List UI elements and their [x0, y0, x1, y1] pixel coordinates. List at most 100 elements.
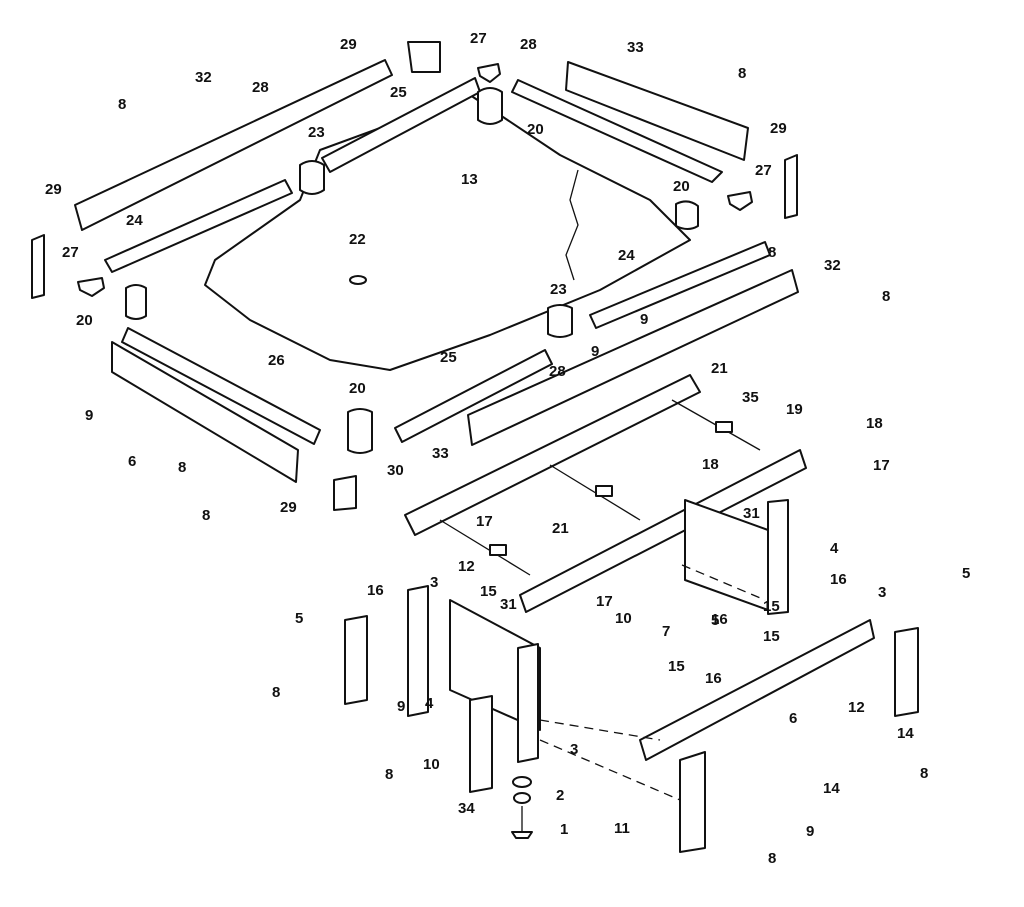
washer-34	[512, 776, 532, 788]
assembly-line-b	[539, 719, 661, 741]
callout-label: 14	[823, 780, 840, 797]
rail-24-right	[589, 241, 771, 329]
corner-bracket-29-top	[407, 41, 441, 73]
callout-label: 16	[711, 611, 728, 628]
callout-label: 18	[866, 415, 883, 432]
callout-label: 25	[390, 84, 407, 101]
callout-label: 28	[520, 36, 537, 53]
pocket-23-left	[299, 160, 325, 195]
callout-label: 34	[458, 800, 475, 817]
callout-label: 11	[614, 820, 630, 837]
callout-label: 13	[461, 171, 478, 188]
bracket-31-center	[595, 485, 613, 497]
nut-2	[513, 792, 531, 804]
rail-33-top-right	[565, 61, 749, 161]
callout-label: 8	[920, 765, 928, 782]
cap-27-left	[77, 277, 105, 297]
callout-label: 35	[742, 389, 759, 406]
leveler-22	[349, 275, 367, 285]
leg-panel-10-front	[469, 695, 493, 793]
callout-label: 9	[591, 343, 599, 360]
callout-label: 23	[550, 281, 567, 298]
rail-32-top-left	[74, 59, 393, 231]
callout-label: 15	[480, 583, 497, 600]
callout-label: 20	[673, 178, 690, 195]
callout-label: 16	[830, 571, 847, 588]
callout-label: 16	[705, 670, 722, 687]
leg-3-front	[517, 643, 539, 763]
callout-label: 21	[552, 520, 569, 537]
rail-26-top-right	[511, 79, 723, 183]
callout-label: 6	[128, 453, 136, 470]
callout-label: 33	[627, 39, 644, 56]
callout-label: 18	[702, 456, 719, 473]
callout-label: 4	[425, 695, 434, 712]
callout-label: 23	[308, 124, 325, 141]
bracket-35	[715, 421, 733, 433]
rail-32-right	[467, 269, 799, 446]
corner-bracket-29-left	[31, 234, 45, 299]
assembly-line-c	[681, 564, 766, 601]
callout-label: 10	[423, 756, 440, 773]
callout-label: 4	[830, 540, 839, 557]
callout-label: 14	[897, 725, 914, 742]
callout-label: 8	[118, 96, 126, 113]
pocket-20-right	[675, 200, 699, 230]
leveler-foot-1	[511, 831, 533, 839]
callout-label: 26	[268, 352, 285, 369]
callout-label: 33	[432, 445, 449, 462]
callout-label: 32	[195, 69, 212, 86]
rail-33-bottom-left	[111, 341, 299, 483]
callout-label: 17	[596, 593, 613, 610]
corner-bracket-29-right	[784, 154, 798, 219]
callout-label: 8	[202, 507, 210, 524]
callout-label: 29	[280, 499, 297, 516]
bracket-31-left	[489, 544, 507, 556]
callout-label: 2	[556, 787, 564, 804]
callout-label: 3	[878, 584, 886, 601]
callout-label: 20	[527, 121, 544, 138]
callout-label: 29	[340, 36, 357, 53]
callout-label: 5	[711, 612, 719, 629]
callout-label: 8	[768, 244, 776, 261]
base-assembly	[344, 374, 919, 853]
callout-label: 24	[618, 247, 635, 264]
callout-label: 29	[45, 181, 62, 198]
leg-3-left-back	[407, 585, 429, 717]
callout-label: 5	[295, 610, 303, 627]
callout-label: 3	[430, 574, 438, 591]
cross-brace-21-c	[439, 519, 531, 576]
callout-label: 9	[85, 407, 93, 424]
callout-label: 8	[738, 65, 746, 82]
callout-label: 21	[711, 360, 728, 377]
callout-label: 24	[126, 212, 143, 229]
callout-label: 1	[560, 821, 568, 838]
side-panel-6	[639, 619, 875, 761]
callout-label: 25	[440, 349, 457, 366]
callout-label: 15	[763, 628, 780, 645]
callout-label: 31	[500, 596, 517, 613]
cap-27-right	[727, 191, 753, 211]
corner-bracket-29-bottom	[333, 475, 357, 511]
callout-label: 20	[76, 312, 93, 329]
callout-label: 27	[62, 244, 79, 261]
leg-12-right	[894, 627, 919, 717]
callout-label: 27	[470, 30, 487, 47]
callout-label: 9	[640, 311, 648, 328]
cap-27-top	[477, 63, 501, 83]
callout-label: 17	[873, 457, 890, 474]
callout-label: 30	[387, 462, 404, 479]
callout-label: 8	[178, 459, 186, 476]
pocket-20-top	[477, 87, 503, 125]
pocket-20-left	[125, 284, 147, 320]
callout-label: 19	[786, 401, 803, 418]
callout-label: 8	[882, 288, 890, 305]
callout-label: 10	[615, 610, 632, 627]
callout-label: 9	[397, 698, 405, 715]
top-assembly	[31, 41, 799, 511]
rail-25-bottom	[394, 349, 553, 443]
callout-label: 16	[367, 582, 384, 599]
callout-label: 15	[668, 658, 685, 675]
callout-label: 8	[768, 850, 776, 867]
